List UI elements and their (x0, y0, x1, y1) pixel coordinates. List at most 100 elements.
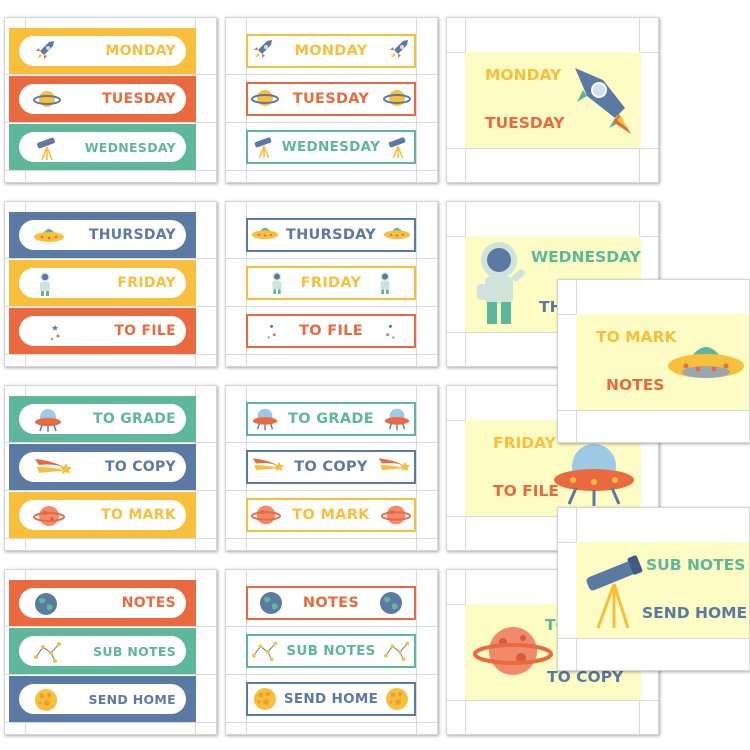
planet-icon (381, 502, 411, 532)
label-sheet-card-2: WEDNESDAY TH (446, 201, 659, 367)
framed-label-to-mark: TO MARK (246, 498, 416, 532)
card-text-to-mark: TO MARK (596, 328, 677, 346)
ufo-icon (251, 406, 279, 436)
framed-label-to-grade: TO GRADE (246, 402, 416, 436)
label-text: SUB NOTES (286, 643, 376, 659)
label-sheet-frame-1: MONDAY TUESDAY WEDNESDAY (225, 17, 438, 183)
telescope-icon (582, 554, 646, 638)
framed-label-to-file: TO FILE (246, 314, 416, 348)
asteroid-icon (251, 686, 279, 716)
comet-icon (377, 454, 411, 482)
label-sheet-pill-1: MONDAY TUESDAY WEDNESDAY (4, 17, 217, 183)
label-text: TO MARK (101, 507, 176, 523)
label-sheet-pill-2: THURSDAY FRIDAY TO FILE (4, 201, 217, 367)
label-text: FRIDAY (300, 275, 362, 291)
label-text: WEDNESDAY (281, 139, 381, 155)
label-band-notes: NOTES (9, 580, 196, 626)
label-text: FRIDAY (117, 275, 176, 291)
ufo-icon (383, 406, 411, 436)
label-sheet-pill-3: TO GRADE TO COPY TO MARK (4, 385, 217, 551)
framed-label-monday: MONDAY (246, 34, 416, 68)
planet-icon (33, 87, 61, 115)
moon-stars-icon (383, 318, 411, 348)
card-text-notes: NOTES (606, 376, 665, 394)
ufo-icon (33, 223, 65, 251)
framed-label-sub-notes: SUB NOTES (246, 634, 416, 668)
astronaut-icon (266, 270, 288, 300)
rocket-icon (251, 38, 275, 66)
label-text: SUB NOTES (93, 643, 176, 659)
telescope-icon (385, 134, 411, 164)
card-monday-tuesday: MONDAY TUESDAY (465, 52, 641, 148)
label-band-tuesday: TUESDAY (9, 76, 196, 122)
earth-icon (33, 591, 59, 621)
label-band-monday: MONDAY (9, 28, 196, 74)
label-sheet-pill-4: NOTES SUB NOTES SEND HOME (4, 569, 217, 735)
earth-icon (258, 590, 284, 620)
label-text: THURSDAY (88, 227, 176, 243)
label-band-wednesday: WEDNESDAY (9, 124, 196, 170)
card-to-mark-notes: TO MARK NOTES (576, 314, 749, 410)
constellation-icon (383, 638, 411, 668)
label-text: WEDNESDAY (84, 139, 176, 155)
card-text-tuesday: TUESDAY (485, 114, 565, 132)
planet-icon (251, 502, 281, 532)
card-text-to-file: TO FILE (493, 482, 559, 500)
label-sheet-frame-2: THURSDAY FRIDAY TO FILE (225, 201, 438, 367)
label-text: TO COPY (294, 459, 368, 475)
label-band-send-home: SEND HOME (9, 676, 196, 722)
framed-label-tuesday: TUESDAY (246, 82, 416, 116)
label-band-to-copy: TO COPY (9, 444, 196, 490)
asteroid-icon (383, 686, 411, 716)
framed-label-thursday: THURSDAY (246, 218, 416, 252)
label-text: MONDAY (294, 43, 368, 59)
card-text-to-copy: TO COPY (547, 668, 624, 686)
ufo-icon (33, 407, 63, 437)
planet-icon (473, 620, 553, 686)
label-sheet-card-1: MONDAY TUESDAY (446, 17, 659, 183)
rocket-icon (33, 39, 57, 67)
label-text: TO FILE (114, 323, 176, 339)
card-text-sub-notes: SUB NOTES (646, 556, 746, 574)
card-sub-notes-send-home: SUB NOTES SEND HOME (576, 542, 749, 638)
telescope-icon (251, 134, 277, 164)
label-band-friday: FRIDAY (9, 260, 196, 306)
label-band-to-file: TO FILE (9, 308, 196, 354)
astronaut-icon (473, 240, 531, 332)
label-band-to-mark: TO MARK (9, 492, 196, 538)
label-sheet-frame-3: TO GRADE TO COPY TO MARK (225, 385, 438, 551)
framed-label-to-copy: TO COPY (246, 450, 416, 484)
label-band-to-grade: TO GRADE (9, 396, 196, 442)
constellation-icon (251, 638, 279, 668)
planet-icon (33, 503, 65, 533)
label-text: TUESDAY (292, 91, 370, 107)
label-text: MONDAY (105, 43, 176, 59)
framed-label-notes: NOTES (246, 586, 416, 620)
constellation-icon (33, 639, 63, 669)
label-band-sub-notes: SUB NOTES (9, 628, 196, 674)
label-text: TO MARK (292, 507, 370, 523)
ufo-icon (251, 222, 279, 248)
asteroid-icon (33, 687, 59, 717)
label-text: TO GRADE (92, 411, 176, 427)
card-text-send-home: SEND HOME (642, 604, 748, 622)
astronaut-icon (33, 271, 57, 301)
framed-label-wednesday: WEDNESDAY (246, 130, 416, 164)
label-sheet-card-sub-notes: SUB NOTES SEND HOME (557, 507, 750, 671)
ufo-icon (666, 336, 746, 394)
ufo-icon (551, 440, 637, 514)
astronaut-icon (374, 270, 396, 300)
card-text-friday: FRIDAY (493, 434, 556, 452)
card-friday-to-file: FRIDAY TO FILE (465, 420, 641, 516)
moon-stars-icon (33, 319, 63, 349)
label-text: NOTES (302, 595, 360, 611)
telescope-icon (33, 135, 61, 165)
rocket-icon (387, 38, 411, 66)
planet-icon (251, 86, 279, 114)
comet-icon (33, 455, 73, 485)
ufo-icon (383, 222, 411, 248)
label-text: TO FILE (299, 323, 363, 339)
label-text: SEND HOME (283, 691, 379, 707)
earth-icon (378, 590, 404, 620)
label-text: TO GRADE (288, 411, 374, 427)
